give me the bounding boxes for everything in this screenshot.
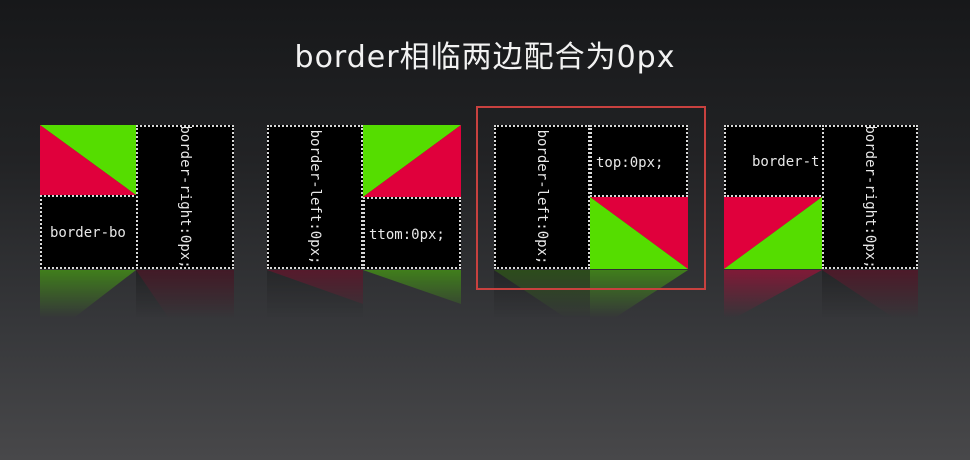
- border-bottom-label: border-bo: [50, 225, 126, 241]
- border-left-box: border-left:0px;: [494, 125, 590, 269]
- triangle-square: [590, 197, 688, 269]
- reflection: [724, 270, 918, 318]
- demo-3: border-left:0px; top:0px;: [494, 125, 688, 318]
- triangle-square: [363, 125, 461, 197]
- reflection: [40, 270, 234, 318]
- border-bottom-label: ttom:0px;: [369, 227, 445, 243]
- demo-1: border-bo border-right:0px;: [40, 125, 234, 318]
- reflection: [267, 270, 461, 318]
- border-top-label: top:0px;: [596, 155, 664, 171]
- border-top-box: top:0px;: [590, 125, 688, 197]
- triangle-square: [40, 125, 136, 195]
- border-right-label: border-right:0px;: [177, 125, 193, 269]
- slide-title: border相临两边配合为0px: [294, 40, 676, 75]
- demo-2: border-left:0px; ttom:0px;: [267, 125, 461, 318]
- border-right-box: border-right:0px;: [822, 125, 918, 269]
- demo-4: border-t border-right:0px;: [724, 125, 918, 318]
- border-bottom-box: ttom:0px;: [363, 197, 461, 269]
- border-top-label: border-t: [752, 154, 820, 170]
- border-left-box: border-left:0px;: [267, 125, 363, 269]
- border-left-label: border-left:0px;: [307, 129, 323, 265]
- border-bottom-box: border-bo: [40, 195, 138, 269]
- triangle-square: [724, 197, 822, 269]
- border-right-box: border-right:0px;: [136, 125, 234, 269]
- border-right-label: border-right:0px;: [862, 125, 878, 269]
- highlight-frame: [476, 106, 706, 290]
- border-top-box: border-t: [724, 125, 824, 197]
- reflection: [494, 270, 688, 318]
